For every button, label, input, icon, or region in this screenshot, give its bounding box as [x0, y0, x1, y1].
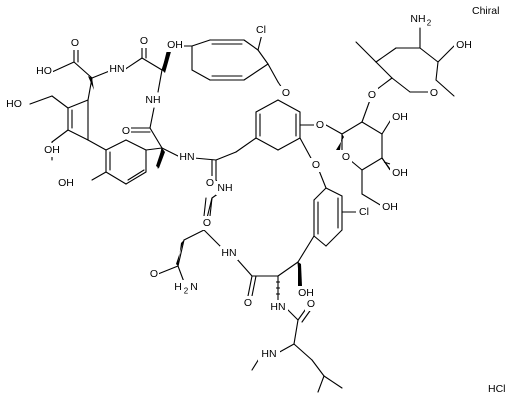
label-h2n-nitrogen: N [190, 281, 198, 293]
label-oh-top: OH [167, 39, 183, 51]
label-o-mid: O [122, 125, 130, 137]
label-h2n-subscript: 2 [184, 287, 189, 296]
label-oh-sugar1: OH [392, 111, 408, 123]
label-o-ring-ether: O [312, 159, 320, 171]
label-o-amino-sugar-link: O [368, 89, 376, 101]
stereo-bonds [88, 46, 391, 298]
atom-labels: HO O HN O OH Cl NH O HO OH OH HN O NH O … [4, 12, 474, 361]
label-cl-low: Cl [359, 206, 369, 218]
label-ho-res1: HO [6, 98, 22, 110]
label-cl-top: Cl [256, 24, 266, 36]
label-o-ether1: O [282, 87, 290, 99]
label-hn-mid: HN [179, 151, 194, 163]
label-nh-top: NH [145, 94, 160, 106]
label-hn-top: HN [109, 63, 124, 75]
label-o-ether2: O [316, 119, 324, 131]
label-o-leu: O [307, 298, 315, 310]
label-o-amide1: O [206, 177, 214, 189]
label-oh-ch2: OH [382, 201, 398, 213]
label-hn-low: HN [221, 247, 236, 259]
label-o-low-amide: O [244, 297, 252, 309]
label-o-left-amide: O [203, 217, 211, 229]
label-o-acid: O [71, 37, 79, 49]
page-meta: Chiral HCl [472, 5, 506, 395]
label-oh-sugar2: OH [392, 167, 408, 179]
label-oh-acid: HO [36, 65, 52, 77]
label-nh-mid: NH [217, 182, 232, 194]
label-nh2-amino-sugar: NH [410, 13, 425, 25]
salt-label: HCl [488, 383, 506, 395]
label-o-top1: O [140, 35, 148, 47]
label-oh-low: OH [298, 287, 314, 299]
label-oh-res2: OH [44, 144, 60, 156]
label-hn-leu: HN [270, 301, 285, 313]
label-oh-amino-sugar: OH [456, 39, 472, 51]
label-oh-ph: OH [58, 177, 74, 189]
label-o-asn: O [150, 268, 158, 280]
label-o-sugar-ring: O [342, 151, 350, 163]
label-o-amino-sugar-ring: O [430, 87, 438, 99]
label-h2n-asn: H [174, 281, 182, 293]
label-nh2-subscript: 2 [427, 19, 432, 28]
label-hn-methyl: HN [261, 348, 276, 360]
chiral-flag: Chiral [472, 5, 499, 17]
bond-skeleton [29, 27, 455, 393]
